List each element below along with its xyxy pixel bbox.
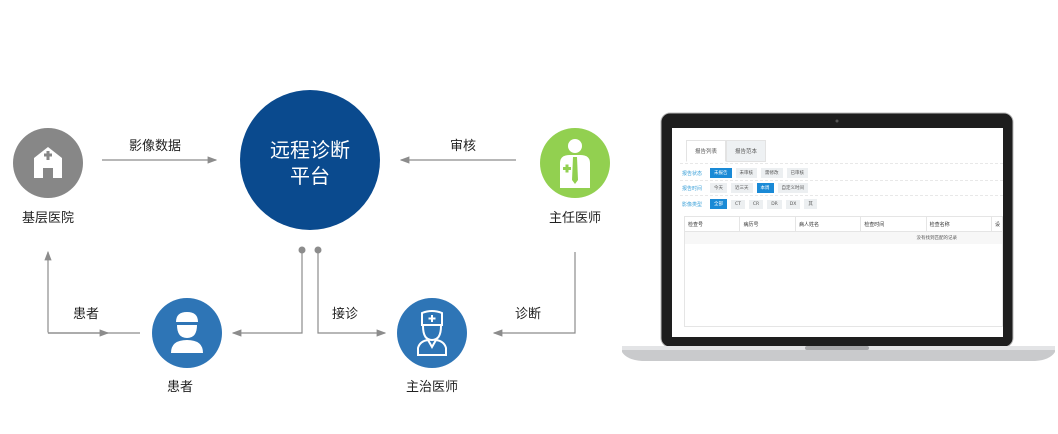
hospital-label: 基层医院 [22, 211, 74, 226]
filter-label: 报告状态 [682, 170, 703, 177]
filter-chip[interactable]: 近三天 [731, 183, 753, 193]
report-tabs: 报告列表 报告范本 [686, 140, 767, 162]
arrow-platform-to-patient [231, 250, 303, 337]
column-header[interactable]: 检查名称 [927, 217, 993, 231]
column-header[interactable]: 检查号 [685, 217, 741, 231]
filter-chip[interactable]: 全部 [710, 199, 727, 209]
edge-label-image-data: 影像数据 [129, 139, 181, 154]
column-header[interactable]: 病历号 [740, 217, 796, 231]
edge-label-diagnosis: 诊断 [515, 307, 541, 322]
filter-report-time: 报告时间 今天 近三天 本周 自定义时间 [682, 183, 808, 193]
filter-chip[interactable]: 自定义时间 [777, 183, 808, 193]
filter-chip[interactable]: 今天 [710, 183, 727, 193]
laptop-screen: 报告列表 报告范本 报告状态 未报告 未审核 需修改 已审核 报告时间 今天 近… [672, 128, 1003, 337]
platform-title-line2: 平台 [290, 164, 330, 188]
filter-chip[interactable]: CR [748, 199, 764, 209]
filter-chip[interactable]: 需修改 [761, 168, 783, 178]
filter-image-type: 影像类型 全部 CT CR DR DX 其 [682, 199, 817, 209]
nurse-doctor-icon [417, 310, 447, 356]
filter-chip[interactable]: 本周 [756, 183, 774, 193]
connector-dot [298, 246, 306, 254]
attending-doctor-node [397, 298, 467, 368]
tab-report-list[interactable]: 报告列表 [686, 140, 727, 162]
column-header[interactable]: 病人姓名 [796, 217, 862, 231]
column-header[interactable]: 设 [995, 222, 1001, 228]
connector-dot [314, 246, 322, 254]
patient-icon [171, 312, 203, 353]
filter-chip[interactable]: 已审核 [786, 168, 808, 178]
doctor-tie-icon [560, 139, 590, 188]
patient-label: 患者 [167, 380, 193, 395]
empty-table-message: 没有找到匹配的记录 [685, 232, 1002, 244]
platform-node [240, 90, 380, 230]
filter-chip[interactable]: 未报告 [710, 168, 732, 178]
edge-label-patient: 患者 [73, 307, 99, 322]
filter-label: 报告时间 [682, 185, 703, 192]
tab-report-template[interactable]: 报告范本 [726, 140, 767, 162]
filter-chip[interactable]: 其 [804, 199, 817, 209]
edge-label-reception: 接诊 [332, 306, 358, 322]
filter-chip[interactable]: DR [767, 199, 782, 209]
column-header[interactable]: 检查时间 [861, 217, 927, 231]
filter-chip[interactable]: CT [731, 199, 745, 209]
edge-label-review: 审核 [450, 139, 476, 154]
filter-label: 影像类型 [682, 201, 703, 208]
filter-chip[interactable]: DX [785, 199, 801, 209]
report-table: 检查号 病历号 病人姓名 检查时间 检查名称 设 没有找到匹配的记录 [684, 216, 1003, 327]
arrow-platform-to-attending [317, 250, 387, 337]
attending-doctor-label: 主治医师 [406, 380, 458, 395]
chief-doctor-label: 主任医师 [549, 211, 601, 226]
filter-chip[interactable]: 未审核 [735, 168, 757, 178]
filter-report-status: 报告状态 未报告 未审核 需修改 已审核 [682, 168, 808, 178]
hospital-icon [34, 147, 62, 178]
platform-title-line1: 远程诊断 [270, 138, 350, 162]
arrow-diagnosis [492, 252, 576, 337]
